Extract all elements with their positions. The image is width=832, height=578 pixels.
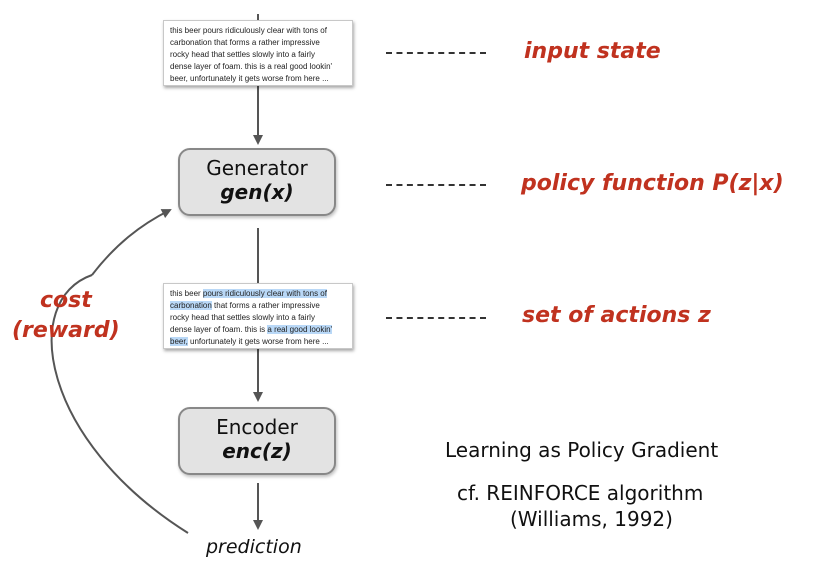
actions-label: set of actions z: [522, 303, 711, 328]
input-line: this beer pours ridiculously clear with …: [170, 26, 327, 35]
input-line: beer, unfortunately it gets worse from h…: [170, 74, 329, 83]
action-segment: that forms a rather impressive: [211, 301, 320, 310]
action-segment: unfortunately it gets worse from here ..…: [187, 337, 329, 346]
cost-feedback-arrow: [91, 209, 172, 276]
actions-text-box: this beer pours ridiculously clear with …: [163, 283, 353, 349]
note-reinforce: cf. REINFORCE algorithm: [457, 481, 704, 505]
policy-function-label: policy function P(z|x): [521, 171, 784, 196]
action-line: this beer pours ridiculously clear with …: [170, 288, 346, 300]
input-line: carbonation that forms a rather impressi…: [170, 38, 320, 47]
encoder-function: enc(z): [222, 439, 292, 463]
input-line: dense layer of foam. this is a real good…: [170, 62, 333, 71]
dashed-line-actions: [386, 317, 486, 319]
prediction-label: prediction: [206, 536, 302, 558]
dashed-line-policy: [386, 184, 486, 186]
action-highlight: carbonation: [170, 301, 212, 310]
action-highlight: a real good lookin': [267, 325, 333, 334]
encoder-title: Encoder: [216, 415, 298, 439]
action-line: beer, unfortunately it gets worse from h…: [170, 336, 346, 348]
action-segment: dense layer of foam. this is: [170, 325, 268, 334]
action-line: rocky head that settles slowly into a fa…: [170, 312, 346, 324]
note-policy-gradient: Learning as Policy Gradient: [445, 438, 719, 462]
cost-label: cost: [40, 288, 92, 313]
cost-feedback-curve: [50, 274, 189, 534]
input-line: rocky head that settles slowly into a fa…: [170, 50, 315, 59]
action-highlight: beer,: [170, 337, 188, 346]
input-state-label: input state: [524, 39, 661, 64]
action-segment: rocky head that settles slowly into a fa…: [170, 313, 315, 322]
action-line: carbonation that forms a rather impressi…: [170, 300, 346, 312]
input-text-box: this beer pours ridiculously clear with …: [163, 20, 353, 86]
dashed-line-input: [386, 52, 486, 54]
encoder-node: Encoder enc(z): [178, 407, 336, 475]
generator-function: gen(x): [220, 180, 294, 204]
generator-title: Generator: [206, 156, 308, 180]
action-segment: this beer: [170, 289, 203, 298]
note-citation: (Williams, 1992): [510, 507, 673, 531]
generator-node: Generator gen(x): [178, 148, 336, 216]
action-line: dense layer of foam. this is a real good…: [170, 324, 346, 336]
reward-label: (reward): [12, 318, 120, 343]
action-highlight: pours ridiculously clear with tons of: [202, 289, 327, 298]
